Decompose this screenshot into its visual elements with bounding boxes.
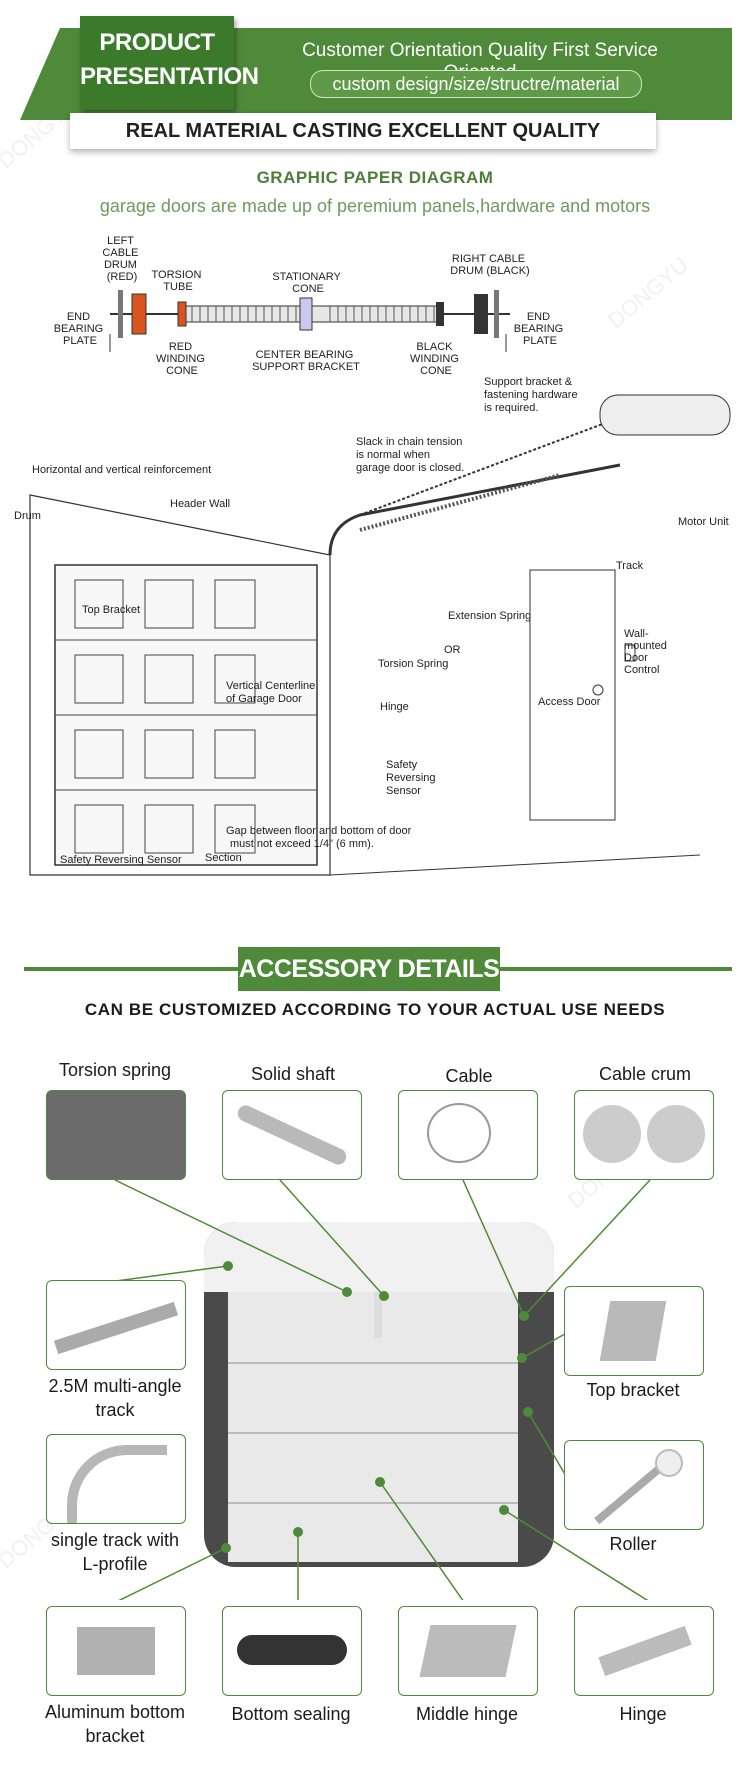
accessory-title-box: ACCESSORY DETAILS bbox=[238, 947, 500, 991]
label-roller: Roller bbox=[609, 1534, 657, 1554]
label-stationary-cone: STATIONARY bbox=[272, 271, 341, 283]
roller-card bbox=[564, 1440, 704, 1530]
svg-text:TORSION TUBE: TORSION TUBE bbox=[152, 269, 205, 293]
svg-text:Sensor: Sensor bbox=[386, 785, 421, 797]
label-drum: Drum bbox=[14, 510, 41, 522]
label-section: Section bbox=[205, 852, 242, 864]
svg-text:must not exceed 1/4" (6 mm).: must not exceed 1/4" (6 mm). bbox=[230, 838, 374, 850]
label-wall-control: Wall- bbox=[624, 628, 649, 640]
svg-text:STATIONARY CONE: STATIONARY CONE bbox=[272, 271, 343, 295]
label-solid-shaft: Solid shaft bbox=[250, 1064, 336, 1084]
cable-card bbox=[398, 1090, 538, 1180]
garage-door-diagram: Support bracket & fastening hardware is … bbox=[14, 376, 731, 876]
label-safety-sensor-left: Safety Reversing Sensor bbox=[60, 854, 182, 866]
label-left-cable-drum: LEFT bbox=[107, 235, 134, 247]
accessory-subtitle: CAN BE CUSTOMIZED ACCORDING TO YOUR ACTU… bbox=[84, 1000, 666, 1019]
svg-text:fastening hardware: fastening hardware bbox=[484, 389, 578, 401]
diagram-subtitle: garage doors are made up of peremium pan… bbox=[99, 196, 651, 216]
svg-text:CENTER BEARING SUPPORT BRA: CENTER BEARING SUPPORT BRACKET bbox=[252, 349, 360, 373]
product-presentation-box: PRODUCT PRESENTATION bbox=[80, 16, 259, 110]
label-center-bearing: CENTER BEARING bbox=[256, 349, 354, 361]
svg-text:RED WINDING CONE: RED WINDING CONE bbox=[156, 341, 208, 377]
label-torsion-spring: Torsion spring bbox=[58, 1060, 172, 1080]
label-end-bearing-left: END bbox=[67, 311, 90, 323]
accessory-title: ACCESSORY DETAILS bbox=[238, 955, 500, 983]
motor-unit bbox=[599, 394, 731, 436]
svg-text:LEFT CABLE DRUM (R: LEFT CABLE DRUM (RED) bbox=[102, 235, 141, 283]
svg-text:Control: Control bbox=[624, 664, 659, 676]
label-bottom-sealing: Bottom sealing bbox=[231, 1704, 351, 1724]
label-track: Track bbox=[616, 560, 644, 572]
label-red-winding-cone: RED bbox=[169, 341, 192, 353]
multi-angle-track-card bbox=[46, 1280, 186, 1370]
red-winding-cone bbox=[177, 301, 187, 327]
svg-text:is normal when: is normal when bbox=[356, 449, 430, 461]
accessory-divider-left bbox=[24, 967, 238, 971]
leader-lines bbox=[107, 1180, 651, 1600]
door-panel-photo bbox=[228, 1292, 518, 1562]
svg-text:mounted: mounted bbox=[624, 640, 667, 652]
accessory-divider-right bbox=[500, 967, 732, 971]
label-motor-unit: Motor Unit bbox=[678, 516, 729, 528]
label-end-bearing-right: END bbox=[527, 311, 550, 323]
svg-text:garage door is closed.: garage door is closed. bbox=[356, 462, 464, 474]
label-access-door: Access Door bbox=[538, 696, 601, 708]
top-bracket-card bbox=[564, 1286, 704, 1376]
product-title-line2: PRESENTATION bbox=[80, 63, 259, 90]
label-black-winding-cone: BLACK bbox=[416, 341, 453, 353]
torsion-shaft-diagram: LEFT CABLE DRUM (RED) TORSION TUBE STATI… bbox=[54, 235, 567, 377]
label-gap: Gap between floor and bottom of door bbox=[226, 825, 412, 837]
svg-text:END BEARING PLATE: END BEARING PLATE bbox=[514, 311, 567, 347]
single-track-card bbox=[46, 1434, 186, 1524]
label-or: OR bbox=[444, 644, 461, 656]
aluminum-bottom-card bbox=[46, 1606, 186, 1696]
cable-crum-card bbox=[574, 1090, 714, 1180]
svg-text:Door: Door bbox=[624, 652, 648, 664]
left-cable-drum bbox=[131, 293, 147, 335]
label-cable: Cable bbox=[445, 1066, 493, 1086]
middle-hinge-card bbox=[398, 1606, 538, 1696]
label-safety-sensor-right: Safety bbox=[386, 759, 418, 771]
label-middle-hinge: Middle hinge bbox=[415, 1704, 519, 1724]
svg-text:RIGHT CABLE DRUM (BLACK): RIGHT CABLE DRUM (BLACK) bbox=[450, 253, 529, 277]
torsion-spring-card bbox=[46, 1090, 186, 1180]
access-door bbox=[529, 569, 616, 821]
label-hinge: Hinge bbox=[380, 701, 409, 713]
label-cable-crum: Cable crum bbox=[598, 1064, 692, 1084]
svg-text:is required.: is required. bbox=[484, 402, 538, 414]
label-extension-spring: Extension Spring bbox=[448, 610, 531, 622]
hinge-card bbox=[574, 1606, 714, 1696]
label-top-bracket: Top Bracket bbox=[82, 604, 140, 616]
label-torsion-tube: TORSION bbox=[152, 269, 202, 281]
label-torsion-spring: Torsion Spring bbox=[378, 658, 448, 670]
label-multi-angle-track: 2.5M multi-angle bbox=[48, 1376, 182, 1396]
label-header-wall: Header Wall bbox=[170, 498, 230, 510]
label-right-cable-drum: RIGHT CABLE bbox=[452, 253, 525, 265]
label-single-track: single track with bbox=[50, 1530, 180, 1550]
svg-text:of Garage Door: of Garage Door bbox=[226, 693, 302, 705]
label-slack: Slack in chain tension bbox=[356, 436, 462, 448]
garage-door-photo bbox=[204, 1222, 554, 1567]
label-hinge-accessory: Hinge bbox=[619, 1704, 667, 1724]
svg-text:BLACK WINDING CONE: BLACK WINDING CONE bbox=[410, 341, 462, 377]
bottom-sealing-card bbox=[222, 1606, 362, 1696]
label-aluminum-bottom: Aluminum bottom bbox=[44, 1702, 186, 1722]
solid-shaft-card bbox=[222, 1090, 362, 1180]
stationary-cone bbox=[299, 297, 313, 331]
quality-banner: REAL MATERIAL CASTING EXCELLENT QUALITY bbox=[70, 113, 656, 149]
black-winding-cone bbox=[436, 302, 444, 326]
svg-text:END BEARING PLATE: END BEARING PLATE bbox=[54, 311, 107, 347]
label-top-bracket: Top bracket bbox=[586, 1380, 680, 1400]
right-cable-drum bbox=[474, 294, 488, 334]
label-reinforcement: Horizontal and vertical reinforcement bbox=[32, 464, 211, 476]
svg-text:Reversing: Reversing bbox=[386, 772, 436, 784]
custom-design-pill: custom design/size/structre/material bbox=[310, 70, 642, 98]
product-title-line1: PRODUCT bbox=[99, 29, 215, 56]
diagram-title: GRAPHIC PAPER DIAGRAM bbox=[256, 168, 494, 187]
label-vertical-centerline: Vertical Centerline bbox=[226, 680, 315, 692]
label-support-bracket: Support bracket & bbox=[484, 376, 573, 388]
